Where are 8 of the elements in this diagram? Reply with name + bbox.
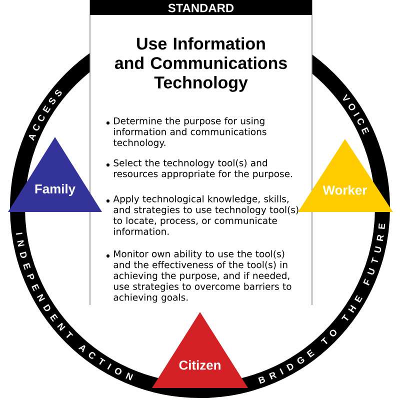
triangle: Worker (298, 139, 393, 212)
bullet-text: Select the technology tool(s) and resources appropriate for the purpose. (114, 159, 292, 180)
bullet-text: Apply technological knowledge, skills, and strategies to use technology tool(s) to locate, process, or communicate information. (113, 195, 298, 235)
header-bar: STANDARD (90, 0, 312, 15)
title: Use Information and Communications Technology (114, 37, 287, 92)
bullet-text: Determine the purpose for using information and communications technology. (113, 117, 266, 148)
bullet-text: Monitor own ability to use the tool(s) and the effectiveness of the tool(s) in achieving the purpose, and if needed, use strategies to overcome barriers to achieving goals. (114, 250, 292, 303)
text-panel (90, 0, 312, 306)
